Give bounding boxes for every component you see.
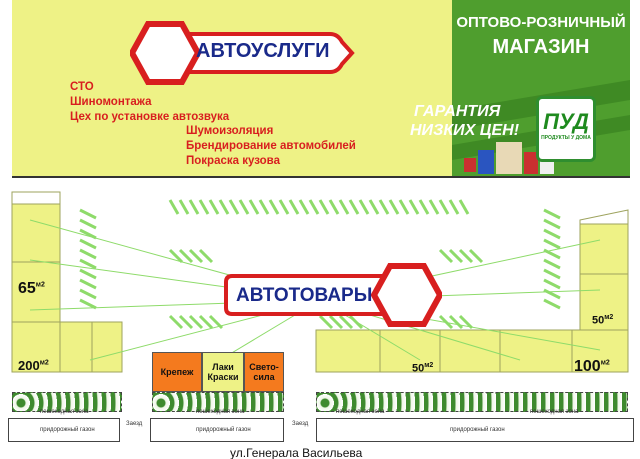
street-name: ул.Генерала Васильева	[230, 446, 363, 459]
roadside-lawn-mid	[150, 418, 284, 442]
hedge-left	[12, 392, 122, 412]
service-item: СТО	[70, 81, 94, 93]
lawn-label: придорожный газон	[450, 427, 505, 433]
autotovary-badge-frame	[224, 263, 442, 327]
roadside-lawn-left	[8, 418, 120, 442]
logo-text: ПУД	[543, 109, 589, 134]
service-item: Брендирование автомобилей	[186, 140, 356, 152]
roadside-lawn-right	[316, 418, 634, 442]
area-label-65: 65м2	[18, 280, 45, 297]
lawn-label: придорожный газон	[40, 427, 95, 433]
shopping-bag-icon	[464, 142, 554, 174]
store-headline-2: МАГАЗИН	[492, 36, 590, 58]
pedestrian-label: пешеходная зона	[530, 409, 579, 415]
pedestrian-label: пешеходная зона	[196, 409, 245, 415]
promo-line-2: НИЗКИХ ЦЕН!	[410, 122, 520, 139]
service-item: Шиномонтажа	[70, 96, 152, 108]
services-list-left: СТО Шиномонтажа Цех по установке автозву…	[70, 80, 229, 125]
area-unit: м2	[600, 359, 610, 367]
services-list-right: Шумоизоляция Брендирование автомобилей П…	[186, 124, 356, 169]
lawn-label: придорожный газон	[196, 427, 251, 433]
area-unit: м2	[604, 314, 614, 321]
area-unit: м2	[35, 281, 45, 289]
area-unit: м2	[39, 359, 49, 367]
shop-laki-kraski: Лаки Краски	[202, 352, 244, 392]
pud-logo: ПУД ПРОДУКТЫ У ДОМА	[536, 96, 596, 162]
area-label-50-upper: 50м2	[592, 314, 614, 327]
entry-label: Заезд	[126, 421, 143, 427]
service-item: Шумоизоляция	[186, 125, 274, 137]
autoservice-title: АВТОУСЛУГИ	[196, 40, 330, 62]
pedestrian-label: пешеходная зона	[336, 409, 385, 415]
area-unit: м2	[424, 362, 434, 369]
shop-svetosila: Свето- сила	[244, 352, 284, 392]
parking-layout	[11, 191, 629, 373]
service-item: Покраска кузова	[186, 155, 280, 167]
service-item: Цех по установке автозвука	[70, 111, 230, 123]
store-headline-1: ОПТОВО-РОЗНИЧНЫЙ	[456, 14, 626, 31]
hedge-mid	[152, 392, 284, 412]
hedge-right	[316, 392, 628, 412]
services-banner	[12, 0, 452, 178]
pedestrian-label: пешеходная зона	[40, 409, 89, 415]
promo-line-1: ГАРАНТИЯ	[414, 103, 501, 120]
logo-subtitle: ПРОДУКТЫ У ДОМА	[541, 135, 591, 141]
area-label-50-lower: 50м2	[412, 362, 434, 375]
autotovary-title: АВТОТОВАРЫ	[236, 285, 373, 306]
badge-frame	[130, 21, 355, 85]
shop-krepezh: Крепеж	[152, 352, 202, 392]
area-label-100: 100м2	[574, 358, 610, 375]
area-label-200: 200м2	[18, 358, 49, 373]
entry-label: Заезд	[292, 421, 309, 427]
